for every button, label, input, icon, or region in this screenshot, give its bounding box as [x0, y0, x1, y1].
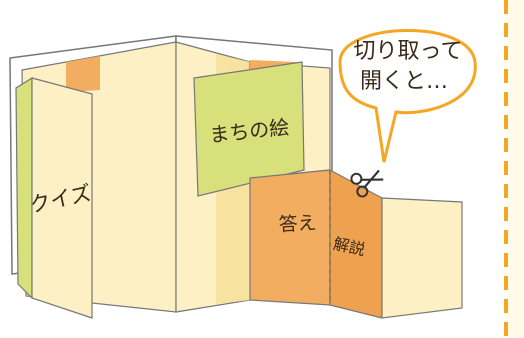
quiz-flap-front — [31, 77, 93, 319]
left-page-orange-strip — [66, 56, 100, 92]
scissors-icon — [350, 169, 384, 198]
bubble-line-2: 開くと… — [360, 69, 448, 94]
unfolded-page — [381, 197, 463, 319]
answer-panel — [249, 169, 331, 306]
town-picture-flap — [193, 61, 305, 197]
right-sidebar-panel — [508, 0, 524, 338]
speech-bubble: 切り取って 開くと… — [338, 29, 477, 163]
quiz-flap-green — [15, 76, 33, 300]
answer-label: 答え — [278, 212, 317, 236]
bubble-line-1: 切り取って — [354, 39, 463, 64]
